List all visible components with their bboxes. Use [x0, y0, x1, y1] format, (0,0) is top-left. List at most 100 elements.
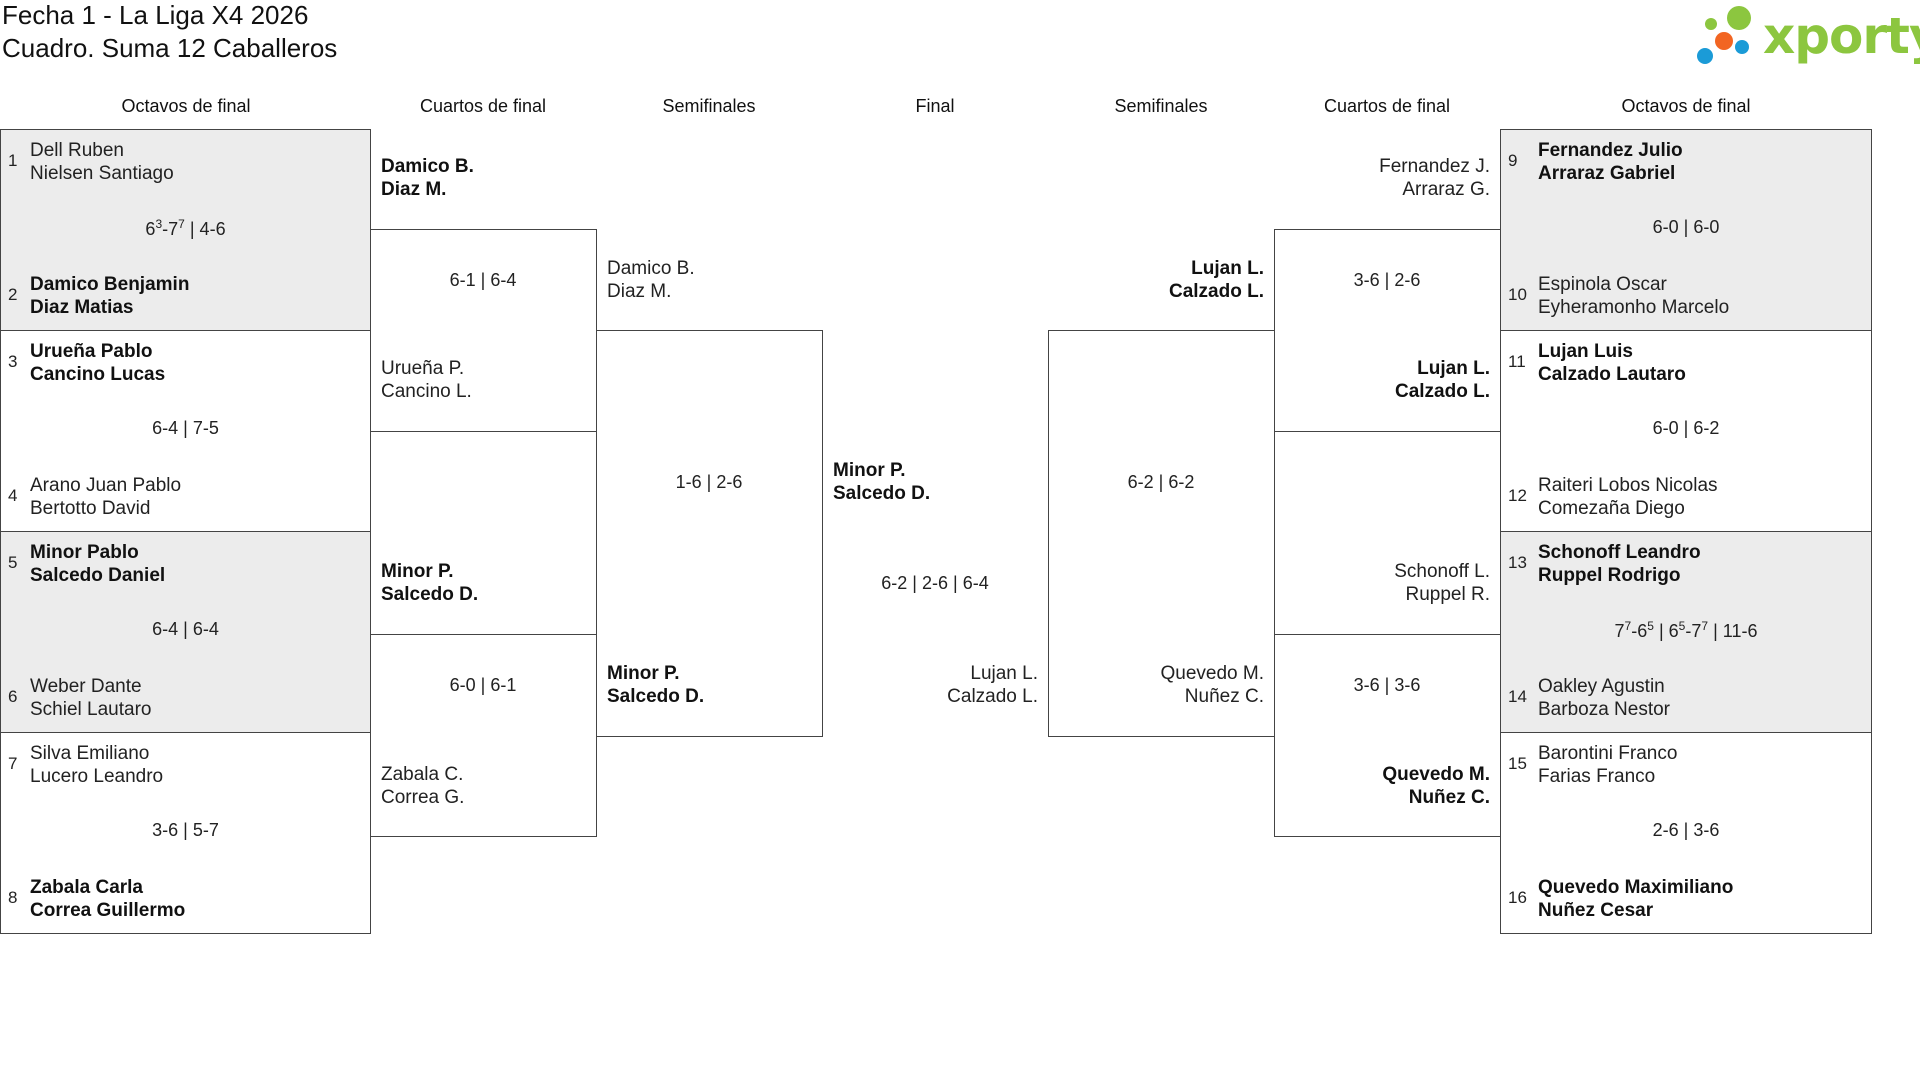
player-name: Lujan L.: [1417, 358, 1490, 379]
player-name: Farias Franco: [1538, 766, 1656, 787]
team-pair[interactable]: Minor P.Salcedo D.: [607, 662, 704, 708]
player-name: Diaz M.: [607, 281, 672, 302]
player-name: Ruppel Rodrigo: [1538, 565, 1681, 586]
player-name: Silva Emiliano: [30, 743, 150, 764]
team-pair[interactable]: Zabala C.Correa G.: [381, 763, 464, 809]
player-name: Bertotto David: [30, 498, 151, 519]
col-header-l-r16: Octavos de final: [121, 96, 251, 116]
player-name: Salcedo D.: [833, 483, 931, 504]
player-name: Urueña P.: [381, 358, 465, 379]
team-pair[interactable]: Fernandez J.Arraraz G.: [1290, 155, 1490, 201]
match-score: 6-4 | 6-4: [152, 619, 219, 639]
team-pair[interactable]: Minor P.Salcedo D.: [381, 560, 478, 606]
player-name: Lucero Leandro: [30, 766, 164, 787]
match-score: 2-6 | 3-6: [1652, 820, 1720, 840]
seed-number: 16: [1508, 888, 1527, 907]
match-score: 6-2 | 2-6 | 6-4: [881, 573, 989, 593]
player-name: Raiteri Lobos Nicolas: [1538, 475, 1718, 496]
col-header-r-qf: Cuartos de final: [1323, 96, 1451, 116]
player-name: Barboza Nestor: [1538, 699, 1671, 720]
player-name: Lujan L.: [1191, 258, 1264, 279]
match-score: 6-0 | 6-0: [1652, 217, 1720, 237]
player-name: Calzado L.: [1168, 281, 1264, 302]
match-score: 63-77 | 4-6: [145, 217, 226, 239]
player-name: Arano Juan Pablo: [30, 475, 182, 496]
team-pair[interactable]: Quevedo M.Nuñez C.: [1064, 662, 1265, 708]
team-pair[interactable]: Lujan L.Calzado L.: [1064, 257, 1264, 303]
player-name: Cancino Lucas: [30, 364, 166, 385]
player-name: Minor Pablo: [30, 542, 139, 563]
col-header-l-sf: Semifinales: [662, 96, 756, 116]
player-name: Barontini Franco: [1538, 743, 1678, 764]
team-pair[interactable]: Quevedo M.Nuñez C.: [1290, 763, 1490, 809]
team-pair[interactable]: Lujan L.Calzado L.: [838, 662, 1038, 708]
seed-number: 10: [1508, 285, 1527, 304]
player-name: Quevedo M.: [1382, 764, 1490, 785]
player-name: Nuñez Cesar: [1538, 900, 1654, 921]
logo-wordmark: xporty: [1763, 7, 1920, 65]
xporty-logo[interactable]: xporty: [1695, 4, 1920, 68]
player-name: Nielsen Santiago: [30, 163, 174, 184]
team-pair[interactable]: Damico B.Diaz M.: [607, 257, 695, 303]
col-header-final: Final: [915, 96, 955, 116]
match-score: 1-6 | 2-6: [675, 472, 743, 492]
r16-match-box: [0, 129, 371, 331]
seed-number: 2: [8, 285, 18, 304]
player-name: Correa Guillermo: [30, 900, 186, 921]
team-pair[interactable]: Minor P.Salcedo D.: [833, 459, 930, 505]
player-name: Zabala Carla: [30, 877, 143, 898]
player-name: Damico B.: [607, 258, 695, 279]
player-name: Calzado Lautaro: [1538, 364, 1686, 385]
player-name: Urueña Pablo: [30, 341, 153, 362]
player-name: Salcedo D.: [607, 686, 705, 707]
seed-number: 8: [8, 888, 18, 907]
match-score: 6-0 | 6-1: [449, 675, 517, 695]
team-pair[interactable]: Lujan L.Calzado L.: [1290, 357, 1490, 403]
player-name: Damico Benjamin: [30, 274, 190, 295]
team-pair[interactable]: Damico B.Diaz M.: [381, 155, 474, 201]
player-name: Ruppel R.: [1405, 584, 1491, 605]
player-name: Schiel Lautaro: [30, 699, 152, 720]
player-name: Eyheramonho Marcelo: [1538, 297, 1730, 318]
player-name: Zabala C.: [381, 764, 464, 785]
team-pair[interactable]: Schonoff L.Ruppel R.: [1290, 560, 1490, 606]
seed-number: 14: [1508, 687, 1527, 706]
match-score: 6-1 | 6-4: [449, 270, 517, 290]
page-title: Fecha 1 - La Liga X4 2026: [2, 0, 309, 30]
player-name: Minor P.: [607, 663, 680, 684]
seed-number: 4: [8, 486, 18, 505]
col-header-r-sf: Semifinales: [1114, 96, 1208, 116]
player-name: Correa G.: [381, 787, 465, 808]
page-subtitle: Cuadro. Suma 12 Caballeros: [2, 33, 338, 63]
player-name: Lujan Luis: [1538, 341, 1633, 362]
match-score: 6-2 | 6-2: [1127, 472, 1195, 492]
player-name: Arraraz G.: [1402, 179, 1490, 200]
team-pair[interactable]: Urueña P.Cancino L.: [381, 357, 472, 403]
player-name: Comezaña Diego: [1538, 498, 1685, 519]
seed-number: 15: [1508, 754, 1527, 773]
r16-match-box: [0, 531, 371, 733]
player-name: Calzado L.: [1394, 381, 1490, 402]
seed-number: 11: [1508, 352, 1526, 371]
match-score: 3-6 | 5-7: [152, 820, 219, 840]
seed-number: 7: [8, 754, 18, 773]
player-name: Schonoff L.: [1394, 561, 1490, 582]
player-name: Minor P.: [833, 460, 906, 481]
player-name: Lujan L.: [970, 663, 1038, 684]
